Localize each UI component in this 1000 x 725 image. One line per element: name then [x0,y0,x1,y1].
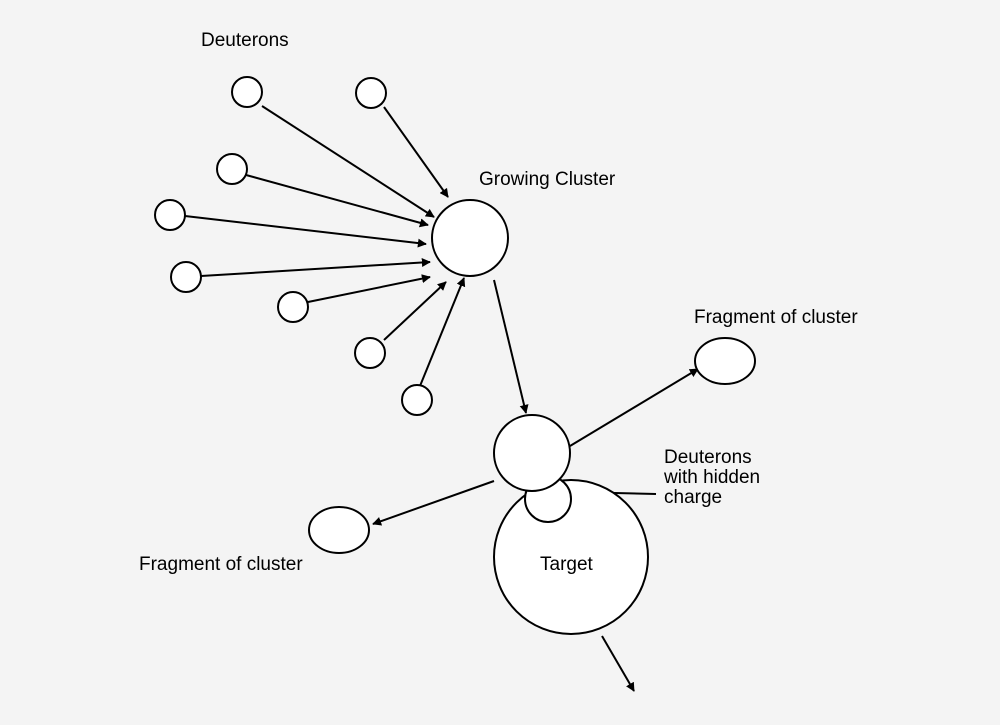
arrow-deuteron-6 [307,274,431,303]
arrow-fragment-right [569,368,699,447]
deuteron-circle-7 [354,337,386,369]
label-fragment-right: Fragment of cluster [694,307,858,328]
growing-cluster-circle [431,199,509,277]
label-hidden-charge-line3: charge [664,487,722,508]
deuteron-circle-1 [231,76,263,108]
arrow-deuteron-8 [419,277,466,387]
arrow-fragment-left [372,480,495,526]
deuteron-circle-3 [216,153,248,185]
arrow-target-recoil [601,635,635,692]
label-growing-cluster: Growing Cluster [479,169,616,190]
cluster-at-target-circle [493,414,571,492]
deuteron-circle-8 [401,384,433,416]
arrow-deuteron-1 [261,105,435,218]
arrow-cluster-down [493,279,529,414]
label-hidden-charge-line2: with hidden [663,467,760,488]
arrow-deuteron-2 [383,106,449,198]
deuteron-circle-5 [170,261,202,293]
deuteron-circle-2 [355,77,387,109]
label-fragment-left: Fragment of cluster [139,554,303,575]
deuteron-circle-4 [154,199,186,231]
label-target: Target [540,554,594,575]
fragment-left-ellipse [308,506,370,554]
label-hidden-charge-line1: Deuterons [664,447,752,468]
arrow-deuteron-4 [184,215,427,248]
target-circle [493,479,649,635]
label-deuterons-top: Deuterons [201,30,289,51]
deuteron-circle-6 [277,291,309,323]
arrow-deuteron-3 [245,174,429,228]
arrow-deuteron-5 [200,258,431,277]
arrow-deuteron-7 [383,281,447,341]
fragment-right-ellipse [694,337,756,385]
